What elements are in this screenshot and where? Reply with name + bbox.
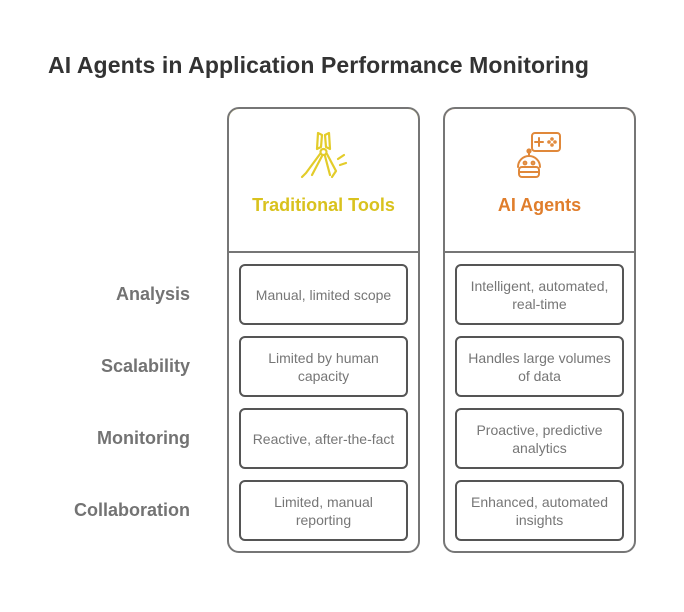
cell-traditional-analysis: Manual, limited scope — [239, 264, 408, 325]
row-label-analysis: Analysis — [115, 284, 190, 304]
cell-ai-monitoring: Proactive, predictive analytics — [455, 408, 624, 469]
column-label-traditional-tools: Traditional Tools — [252, 195, 395, 215]
robot-gamepad-icon — [516, 132, 561, 178]
cell-ai-analysis: Intelligent, automated, real-time — [455, 264, 624, 325]
row-label-scalability: Scalability — [100, 356, 190, 376]
cell-ai-collaboration: Enhanced, automated insights — [455, 480, 624, 541]
row-label-collaboration: Collaboration — [74, 500, 190, 520]
column-traditional-tools: Traditional Tools Manual, limited scope … — [227, 107, 420, 553]
pliers-tool-icon — [300, 131, 347, 179]
column-header-ai-agents: AI Agents — [445, 109, 634, 253]
cell-traditional-collaboration: Limited, manual reporting — [239, 480, 408, 541]
cell-traditional-monitoring: Reactive, after-the-fact — [239, 408, 408, 469]
column-header-traditional-tools: Traditional Tools — [229, 109, 418, 253]
page-title: AI Agents in Application Performance Mon… — [48, 52, 589, 78]
column-ai-agents: AI Agents Intelligent, automated, real-t… — [443, 107, 636, 553]
cell-ai-scalability: Handles large volumes of data — [455, 336, 624, 397]
column-label-ai-agents: AI Agents — [497, 195, 582, 215]
row-label-monitoring: Monitoring — [97, 428, 190, 448]
cell-traditional-scalability: Limited by human capacity — [239, 336, 408, 397]
